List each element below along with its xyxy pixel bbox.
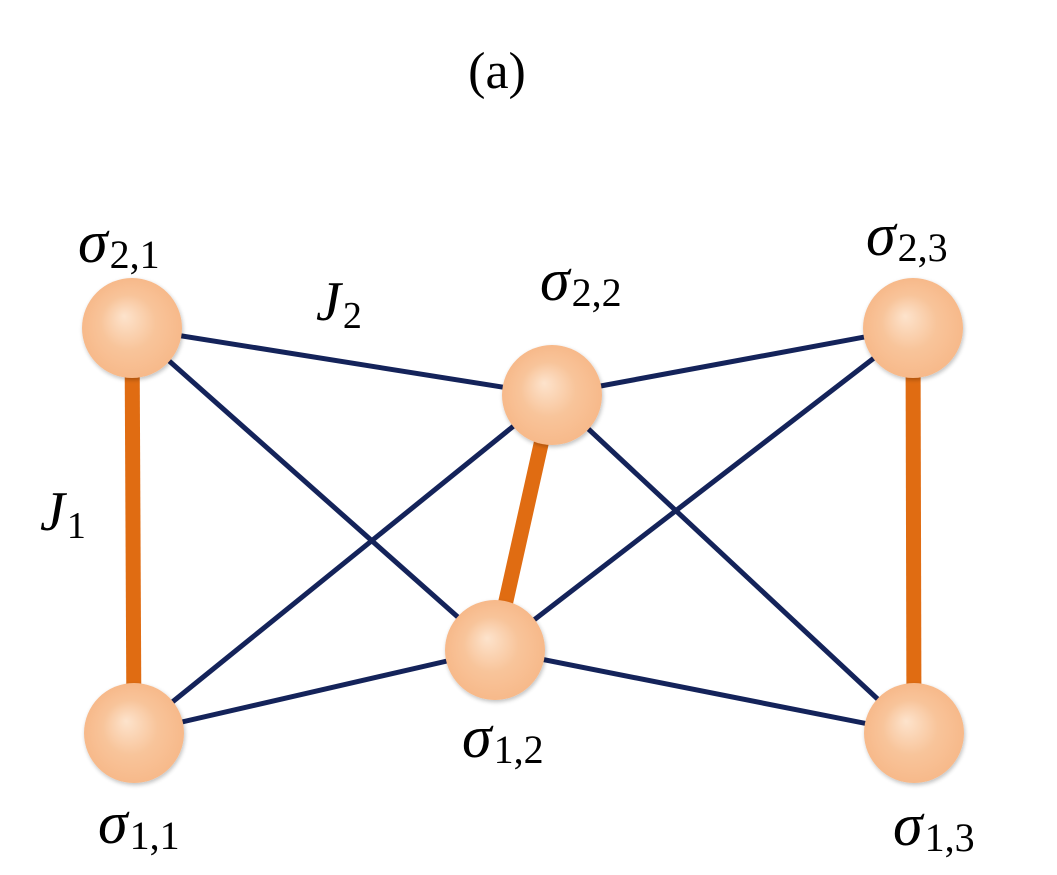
weak-bond-s11-s22 — [132, 393, 554, 735]
spin-label-symbol: σ — [893, 792, 925, 858]
spin-node-s11 — [84, 683, 184, 783]
panel-label: (a) — [468, 43, 526, 100]
spin-label-symbol: σ — [98, 790, 130, 856]
spin-label-symbol: σ — [540, 247, 572, 313]
spin-label-subscript: 1,1 — [130, 813, 180, 858]
spin-label-symbol: σ — [462, 704, 494, 770]
weak-bond-s11-s12 — [133, 647, 496, 736]
coupling-j2-symbol: J — [316, 271, 344, 333]
weak-bond-s12-s23 — [493, 326, 915, 652]
spin-label-symbol: σ — [866, 202, 898, 268]
spin-label-symbol: σ — [78, 209, 110, 275]
spin-label-s12: σ1,2 — [462, 704, 544, 772]
spin-label-subscript: 2,3 — [898, 225, 948, 270]
coupling-label-j2: J2 — [316, 271, 362, 337]
spin-node-s21 — [82, 278, 182, 378]
spin-label-s21: σ2,1 — [78, 209, 160, 277]
spin-node-s13 — [864, 683, 964, 783]
nodes-layer — [82, 278, 964, 783]
weak-bond-s12-s13 — [494, 647, 915, 736]
spin-label-subscript: 1,3 — [925, 815, 975, 860]
coupling-j2-subscript: 2 — [343, 295, 362, 337]
weak-bond-s21-s22 — [131, 325, 553, 398]
spin-label-subscript: 2,1 — [110, 232, 160, 277]
coupling-j1-subscript: 1 — [67, 505, 86, 547]
spin-label-subscript: 1,2 — [494, 727, 544, 772]
spin-label-subscript: 2,2 — [572, 270, 622, 315]
strong-bond-s11-s21 — [124, 327, 142, 734]
spin-label-s23: σ2,3 — [866, 202, 948, 270]
strong-bond-s13-s23 — [905, 327, 922, 734]
coupling-label-j1: J1 — [40, 481, 86, 547]
spin-label-s13: σ1,3 — [893, 792, 975, 860]
coupling-j1-symbol: J — [40, 481, 68, 543]
spin-label-s22: σ2,2 — [540, 247, 622, 315]
weak-bond-s22-s13 — [550, 393, 916, 735]
weak-bond-s22-s23 — [551, 325, 914, 398]
spin-node-s23 — [863, 278, 963, 378]
weak-bond-s21-s12 — [130, 326, 497, 652]
spin-node-s12 — [445, 600, 545, 700]
spin-label-s11: σ1,1 — [98, 790, 180, 858]
spin-node-s22 — [502, 345, 602, 445]
